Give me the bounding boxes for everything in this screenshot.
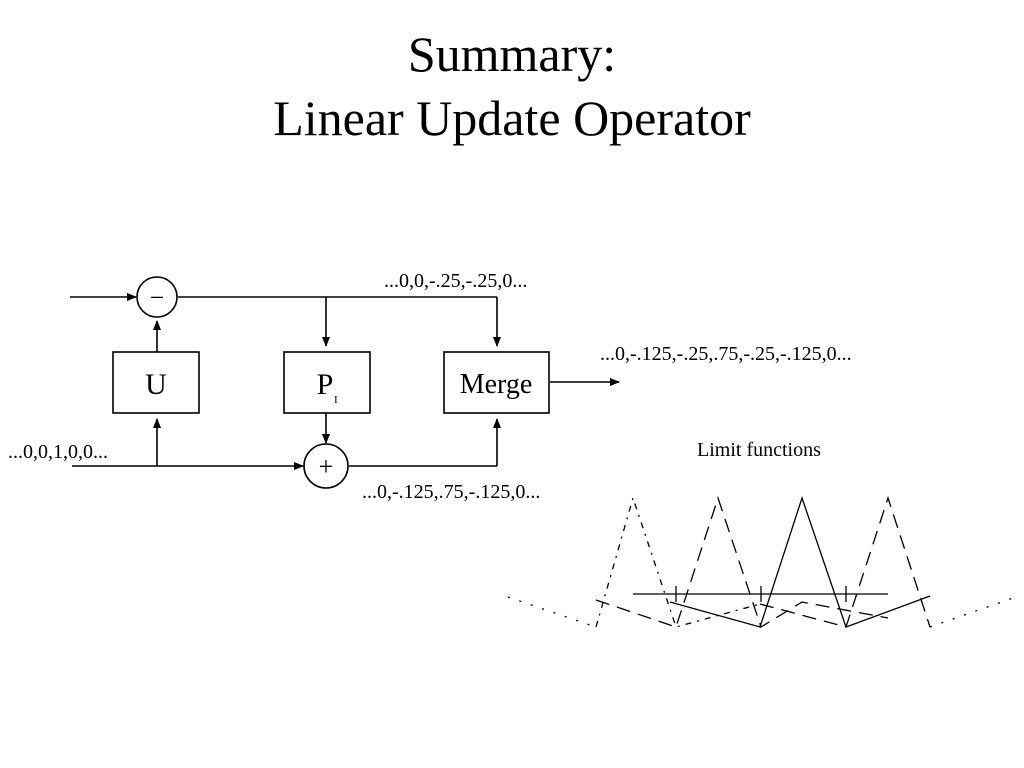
bottom-sequence-label: ...0,-.125,.75,-.125,0...: [362, 481, 540, 503]
top-sequence-label: ...0,0,-.25,-.25,0...: [384, 270, 527, 292]
add-node: [303, 443, 349, 489]
update-box: [112, 351, 200, 414]
limit-function-dotted-right: [929, 596, 1017, 628]
limit-function-solid: [669, 495, 931, 628]
merge-box: [443, 351, 550, 414]
title-line-1: Summary:: [407, 26, 617, 82]
limit-function-dashed: [595, 495, 889, 628]
add-sign: +: [319, 452, 334, 481]
limit-function-dotted-left: [507, 596, 597, 628]
input-sequence-label: ...0,0,1,0,0...: [8, 441, 108, 463]
predict-box: [283, 351, 371, 414]
predict-box-label: P: [317, 368, 334, 401]
limit-function-dashed-right: [759, 495, 931, 628]
subtract-node: [136, 276, 178, 318]
predict-box-subscript: I: [334, 394, 338, 406]
limit-functions-label: Limit functions: [697, 439, 821, 461]
slide-title: Summary: Linear Update Operator: [0, 22, 1024, 150]
limit-function-dotdash: [595, 495, 761, 628]
output-sequence-label: ...0,-.125,-.25,.75,-.25,-.125,0...: [600, 343, 852, 365]
merge-box-label: Merge: [460, 369, 533, 400]
update-box-label: U: [145, 368, 167, 401]
title-line-2: Linear Update Operator: [273, 90, 751, 146]
subtract-sign: −: [150, 283, 165, 312]
limit-functions-plot: [507, 495, 1017, 628]
